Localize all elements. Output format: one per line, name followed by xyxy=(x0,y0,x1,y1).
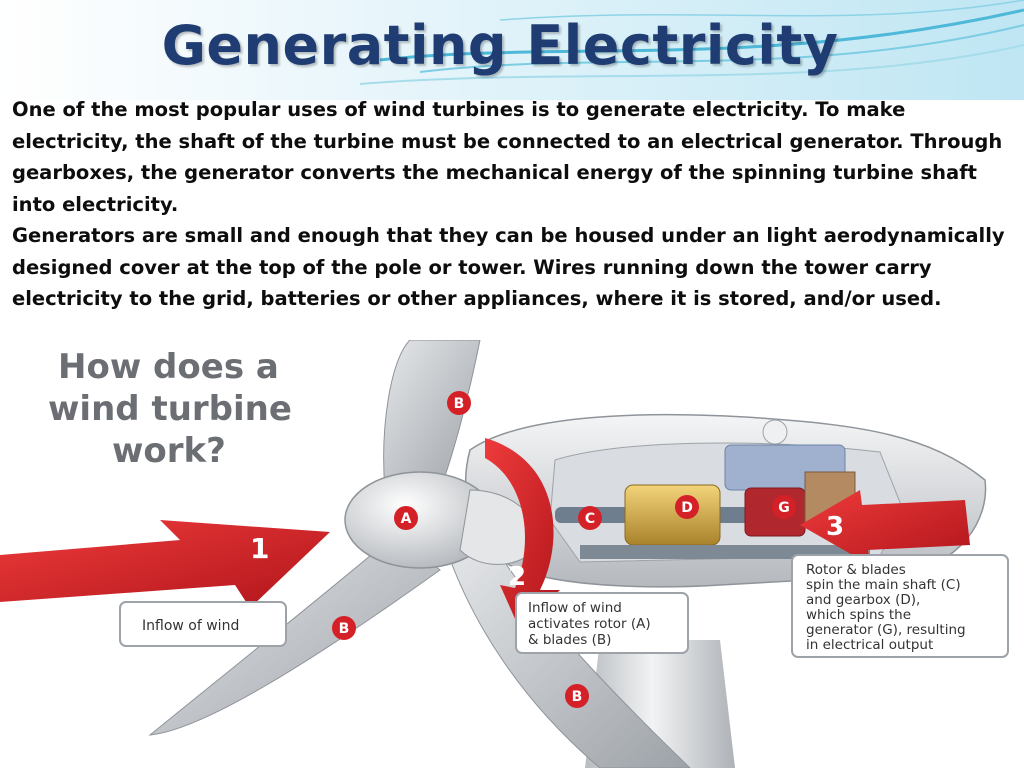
caption-box-3 xyxy=(791,554,1009,658)
caption-box-2 xyxy=(515,592,689,654)
infographic-heading-line-1: How does a xyxy=(58,347,279,387)
arrow-3 xyxy=(800,490,970,565)
paragraph-intro: One of the most popular uses of wind tur… xyxy=(12,98,1003,216)
gearbox xyxy=(624,484,721,546)
label-d: D xyxy=(675,495,699,519)
label-g-text: G xyxy=(778,500,790,516)
caption-3-line-6: in electrical output xyxy=(806,637,933,653)
arrow-2 xyxy=(485,438,560,630)
arrow-2-number: 2 xyxy=(508,562,526,592)
label-c-text: C xyxy=(585,511,595,527)
slide-title: Generating Electricity xyxy=(161,14,839,77)
arrow-3-number: 3 xyxy=(826,512,844,542)
label-b-bottom-text: B xyxy=(572,689,583,705)
label-c: C xyxy=(578,506,602,530)
label-a-text: A xyxy=(401,511,412,527)
caption-2-line-2: activates rotor (A) xyxy=(528,616,651,632)
blade-lower-left xyxy=(148,534,441,736)
label-b-left: B xyxy=(332,616,356,640)
label-b-left-text: B xyxy=(339,621,350,637)
infographic-heading-line-2: wind turbine xyxy=(48,389,292,429)
blade-top xyxy=(383,340,481,491)
caption-3-line-5: generator (G), resulting xyxy=(806,622,966,638)
label-g: G xyxy=(772,495,796,519)
caption-box-1 xyxy=(119,601,287,647)
wind-turbine-infographic: How does a wind turbine work? 1 2 3 B A … xyxy=(0,340,1009,768)
infographic-heading-line-3: work? xyxy=(112,431,226,471)
wave-banner xyxy=(0,0,1024,100)
label-d-text: D xyxy=(681,500,693,516)
label-b-top-text: B xyxy=(454,396,465,412)
sensor-dome xyxy=(762,419,788,445)
label-a: A xyxy=(394,506,418,530)
label-b-bottom: B xyxy=(565,684,589,708)
arrow-1 xyxy=(0,520,330,608)
arrow-1-number: 1 xyxy=(250,532,269,565)
caption-2-line-1: Inflow of wind xyxy=(528,600,622,616)
caption-3-line-1: Rotor & blades xyxy=(806,562,906,578)
body-text: One of the most popular uses of wind tur… xyxy=(12,94,1012,315)
caption-3-line-2: spin the main shaft (C) xyxy=(806,577,961,593)
caption-1-line-1: Inflow of wind xyxy=(142,618,239,634)
paragraph-housing: Generators are small and enough that the… xyxy=(12,224,1005,310)
caption-3-line-3: and gearbox (D), xyxy=(806,592,920,608)
caption-3-line-4: which spins the xyxy=(806,607,911,623)
label-b-top: B xyxy=(447,391,471,415)
caption-2-line-3: & blades (B) xyxy=(528,632,611,648)
